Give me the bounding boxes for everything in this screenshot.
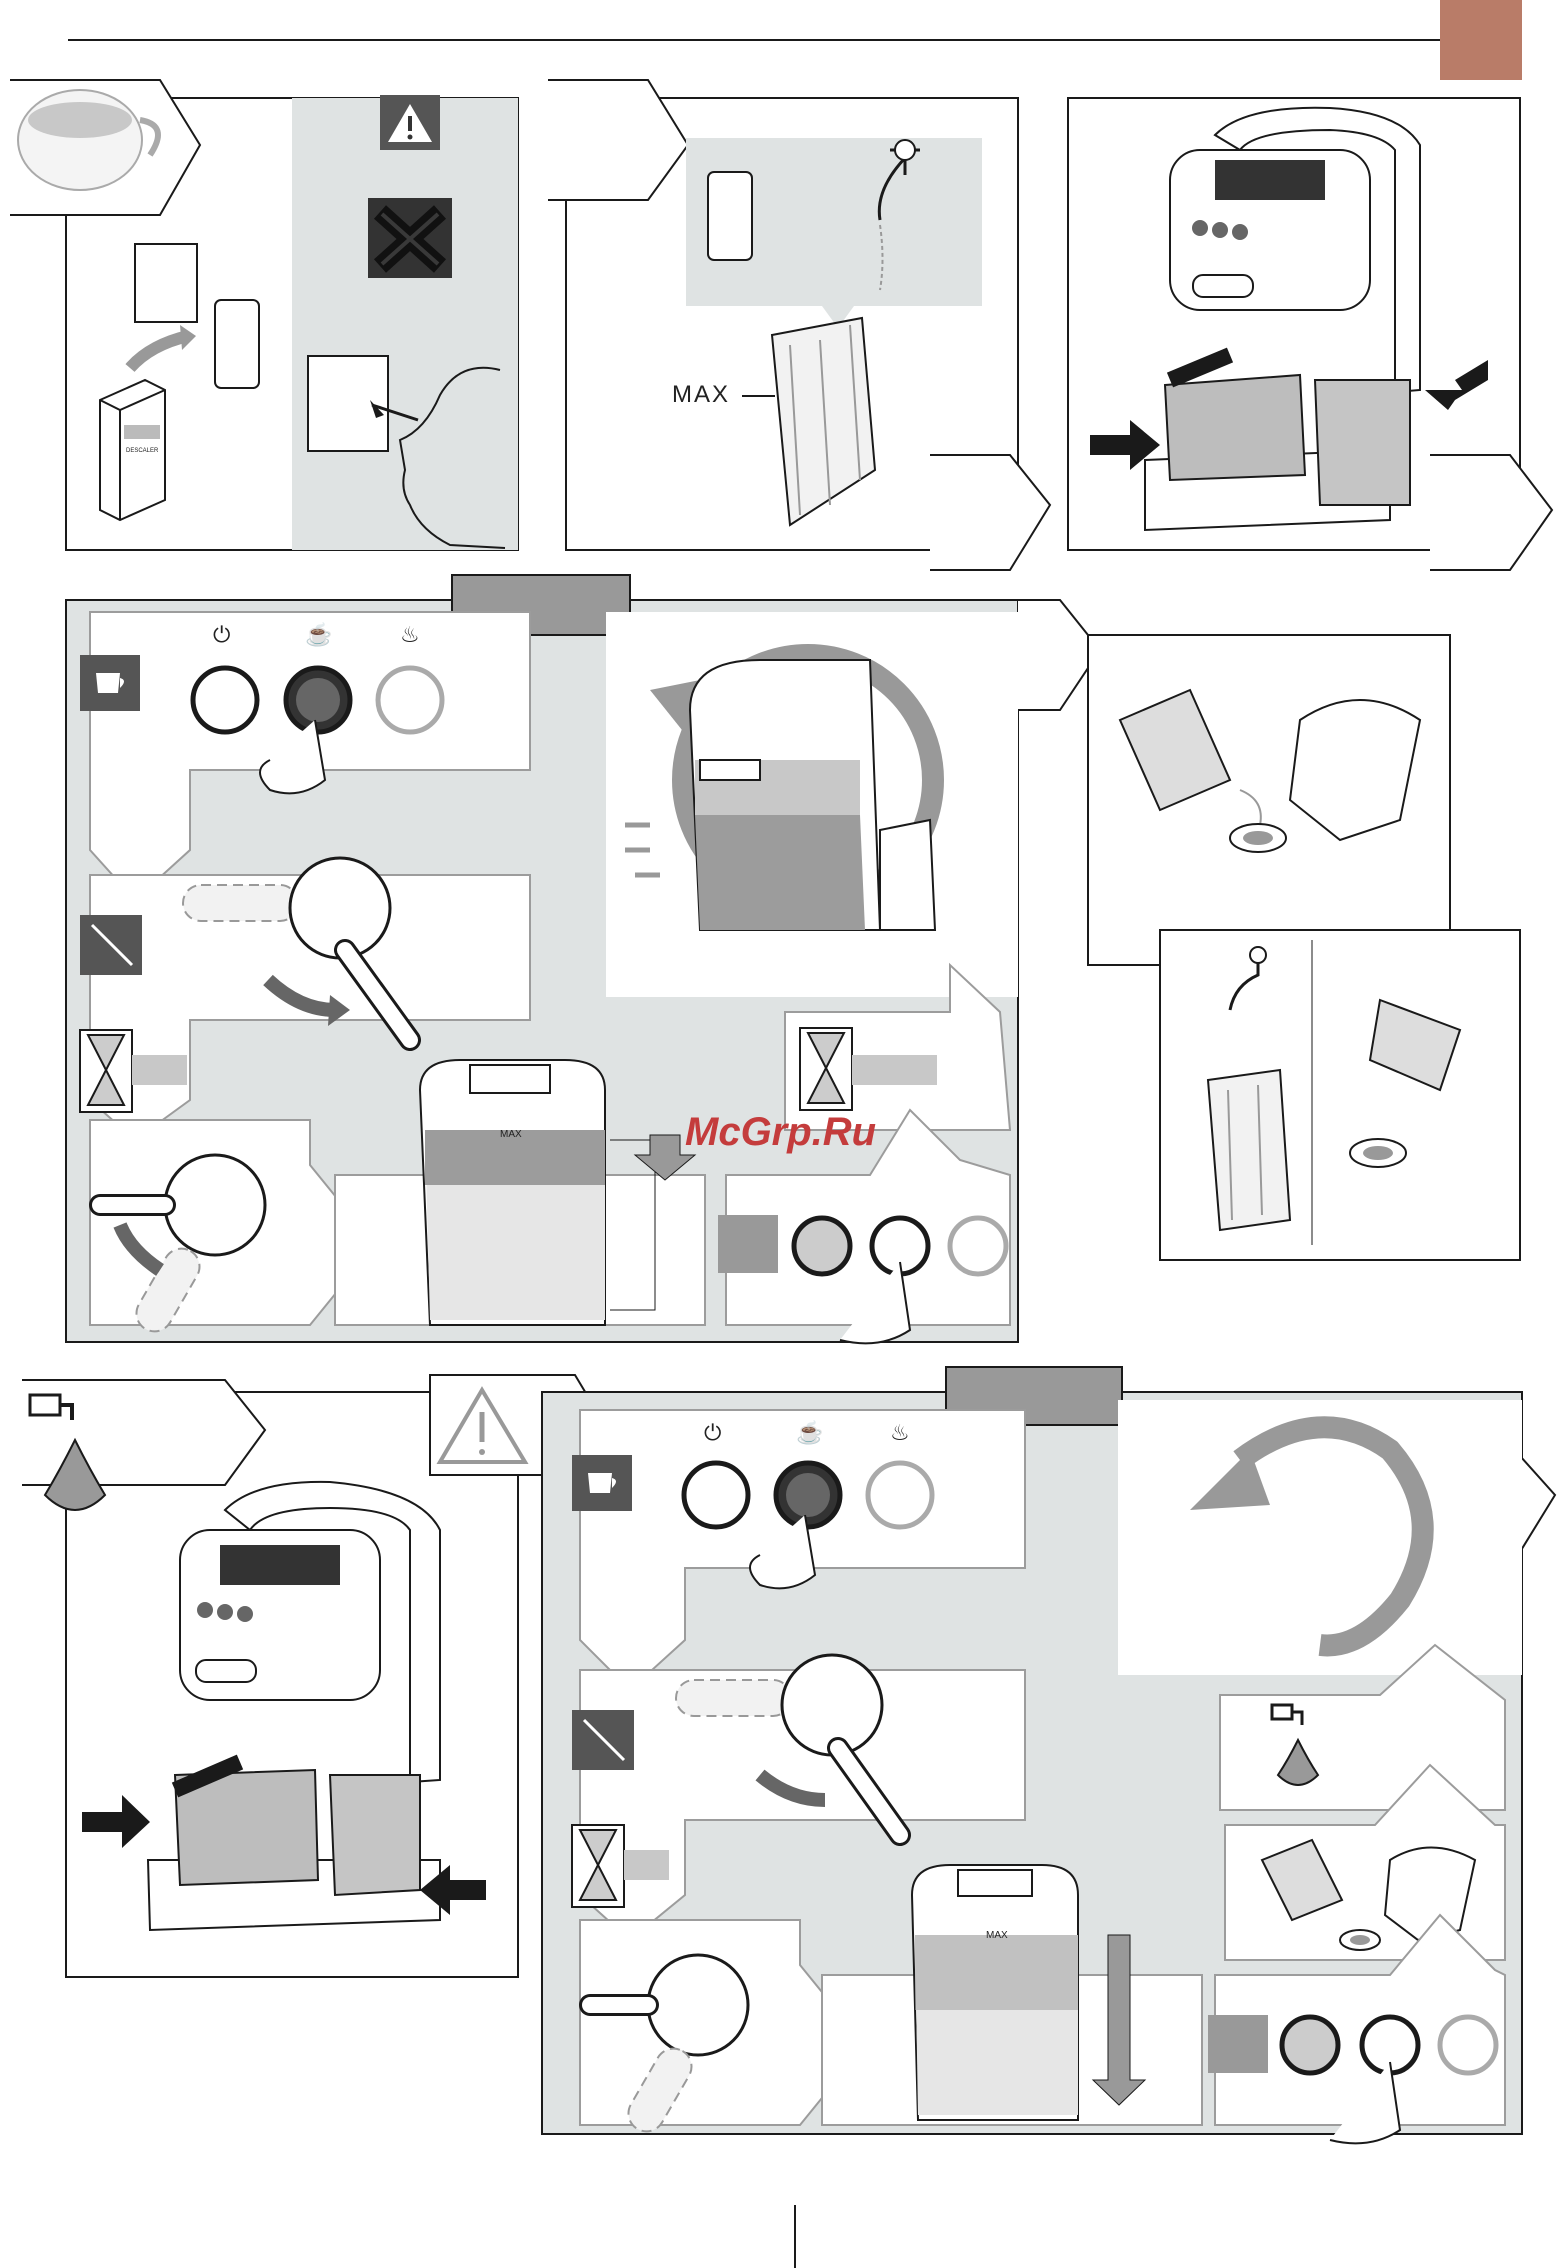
gray-square-indicator xyxy=(718,1215,778,1273)
power-icon: ⏻ xyxy=(213,622,230,647)
step-1-panel: DESCALER xyxy=(10,80,518,550)
next-arrow-shape xyxy=(930,455,1050,570)
sink-drain-icon xyxy=(1230,824,1286,852)
sink-drain-icon-2 xyxy=(1350,1139,1406,1167)
steam-dial-track xyxy=(183,885,298,921)
steam-dial-track xyxy=(676,1680,791,1716)
rotate-box xyxy=(1118,1400,1522,1675)
steam-button-3[interactable] xyxy=(868,1463,932,1527)
steam-icon: ♨ xyxy=(400,622,420,647)
filter-cartridge xyxy=(708,172,752,260)
forbidden-cross-icon xyxy=(368,198,452,278)
rinse-panel-bottom xyxy=(1160,930,1520,1260)
steam-button[interactable] xyxy=(378,668,442,732)
power-button-4[interactable] xyxy=(1282,2017,1338,2073)
power-button[interactable] xyxy=(193,668,257,732)
power-icon: ⏻ xyxy=(704,1420,721,1445)
steam-button-4[interactable] xyxy=(1440,2017,1496,2073)
filter-cartridge xyxy=(215,300,259,388)
tank-max-label: MAX xyxy=(672,381,730,408)
step-2-panel: MAX xyxy=(548,80,1050,570)
steam-icon: ♨ xyxy=(890,1420,910,1445)
coffee-cup-icon: ☕ xyxy=(305,621,332,647)
bottom-left-panel xyxy=(22,1375,605,1977)
step-3-panel xyxy=(1068,98,1552,570)
warning-zone xyxy=(292,98,518,550)
steam-button-2[interactable] xyxy=(950,1218,1006,1274)
steam-dial-knob-2[interactable] xyxy=(165,1155,265,1255)
next-arrow-shape xyxy=(1430,455,1552,570)
rinse-procedure-panel: ⏻ ☕ ♨ MAX xyxy=(542,1367,1555,2143)
steam-dial-knob-4[interactable] xyxy=(648,1955,748,2055)
descale-procedure-panel: ⏻ ☕ ♨ xyxy=(66,575,1100,1343)
sink-drain-icon xyxy=(1340,1930,1380,1950)
paper-sheet-2 xyxy=(308,356,388,451)
watermark: McGrp.Ru xyxy=(685,1110,876,1154)
gray-square-indicator xyxy=(1208,2015,1268,2073)
descaler-box: DESCALER xyxy=(100,380,165,520)
power-button-2[interactable] xyxy=(794,1218,850,1274)
tank-max-label-small: MAX xyxy=(500,1129,522,1140)
power-button-3[interactable] xyxy=(684,1463,748,1527)
water-tank-front-2: MAX xyxy=(912,1865,1078,2120)
water-tank-front: MAX xyxy=(420,1060,605,1325)
coffee-cup-icon: ☕ xyxy=(796,1419,823,1445)
paper-sheet xyxy=(135,244,197,322)
tank-max-label-small-2: MAX xyxy=(986,1930,1008,1941)
rinse-panel-top xyxy=(1088,635,1450,965)
corner-tab xyxy=(1440,0,1522,80)
water-tank xyxy=(1208,1070,1290,1230)
descaler-box-label: DESCALER xyxy=(126,448,159,454)
